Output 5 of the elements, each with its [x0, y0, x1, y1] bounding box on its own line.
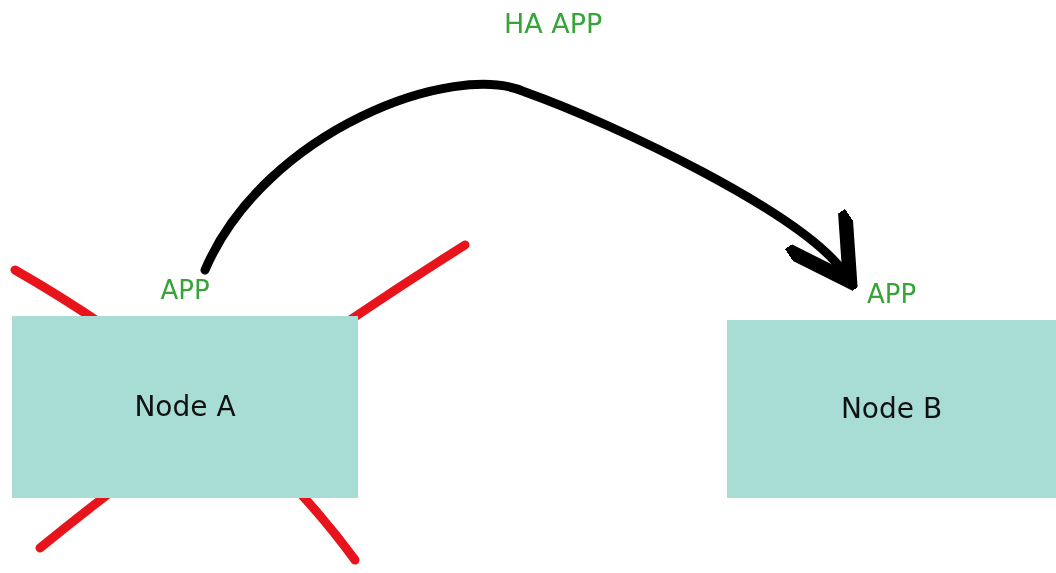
node-heading: APP	[160, 274, 210, 307]
node-heading: APP	[866, 278, 917, 311]
node-box: Node A	[12, 316, 358, 498]
node-box: Node B	[727, 320, 1056, 498]
curved-arrow	[200, 79, 858, 289]
